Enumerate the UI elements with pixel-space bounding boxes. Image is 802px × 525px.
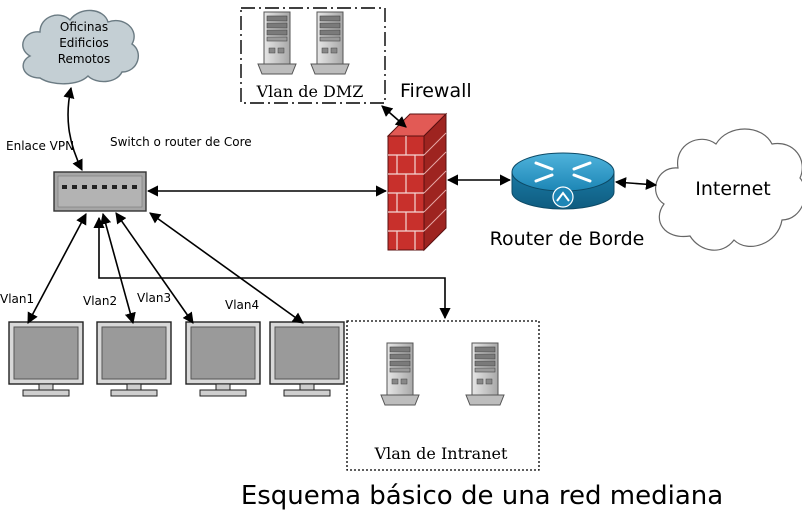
internet-cloud: Internet	[655, 128, 802, 251]
firewall-label: Firewall	[400, 80, 472, 102]
intranet-label: Vlan de Intranet	[374, 444, 508, 463]
intranet-zone: Vlan de Intranet	[346, 320, 540, 471]
dmz-server-2	[310, 11, 350, 75]
vlan4-label: Vlan4	[225, 298, 259, 312]
cloud-icon	[655, 128, 802, 251]
edge-router-label: Router de Borde	[490, 228, 645, 250]
vlan2-label: Vlan2	[83, 294, 117, 308]
intranet-server-1	[380, 342, 420, 406]
diagram-title: Esquema básico de una red mediana	[241, 481, 723, 511]
core-switch	[53, 171, 147, 212]
cloud-icon	[22, 9, 140, 85]
dmz-zone: Vlan de DMZ	[240, 7, 386, 104]
vlan1-label: Vlan1	[0, 292, 34, 306]
core-switch-label: Switch o router de Core	[110, 135, 252, 149]
vlan3-workstation	[185, 321, 261, 397]
vlan4-workstation	[269, 321, 345, 397]
vlan1-arrow	[27, 213, 87, 324]
remote-offices-line3: Remotos	[58, 52, 111, 66]
router-internet-arrow	[614, 177, 658, 190]
dmz-label: Vlan de DMZ	[256, 82, 364, 101]
switch-ports-icon	[62, 185, 137, 189]
intranet-arrow	[93, 216, 451, 320]
edge-router-icon	[511, 152, 615, 210]
remote-offices-line1: Oficinas	[60, 20, 108, 34]
remote-offices-cloud: Oficinas Edificios Remotos	[22, 9, 140, 85]
vpn-link-arrow	[63, 86, 83, 172]
internet-label: Internet	[695, 178, 770, 200]
vlan1-workstation	[8, 321, 84, 397]
vpn-link-label: Enlace VPN	[6, 139, 74, 153]
vlan3-label: Vlan3	[137, 291, 171, 305]
vlan2-workstation	[96, 321, 172, 397]
intranet-server-2	[465, 342, 505, 406]
vlan3-arrow	[115, 212, 194, 324]
firewall-icon	[386, 112, 448, 252]
connections	[27, 86, 658, 325]
dmz-firewall-arrow	[381, 105, 407, 128]
dmz-server-1	[257, 11, 297, 75]
remote-offices-line2: Edificios	[59, 36, 109, 50]
